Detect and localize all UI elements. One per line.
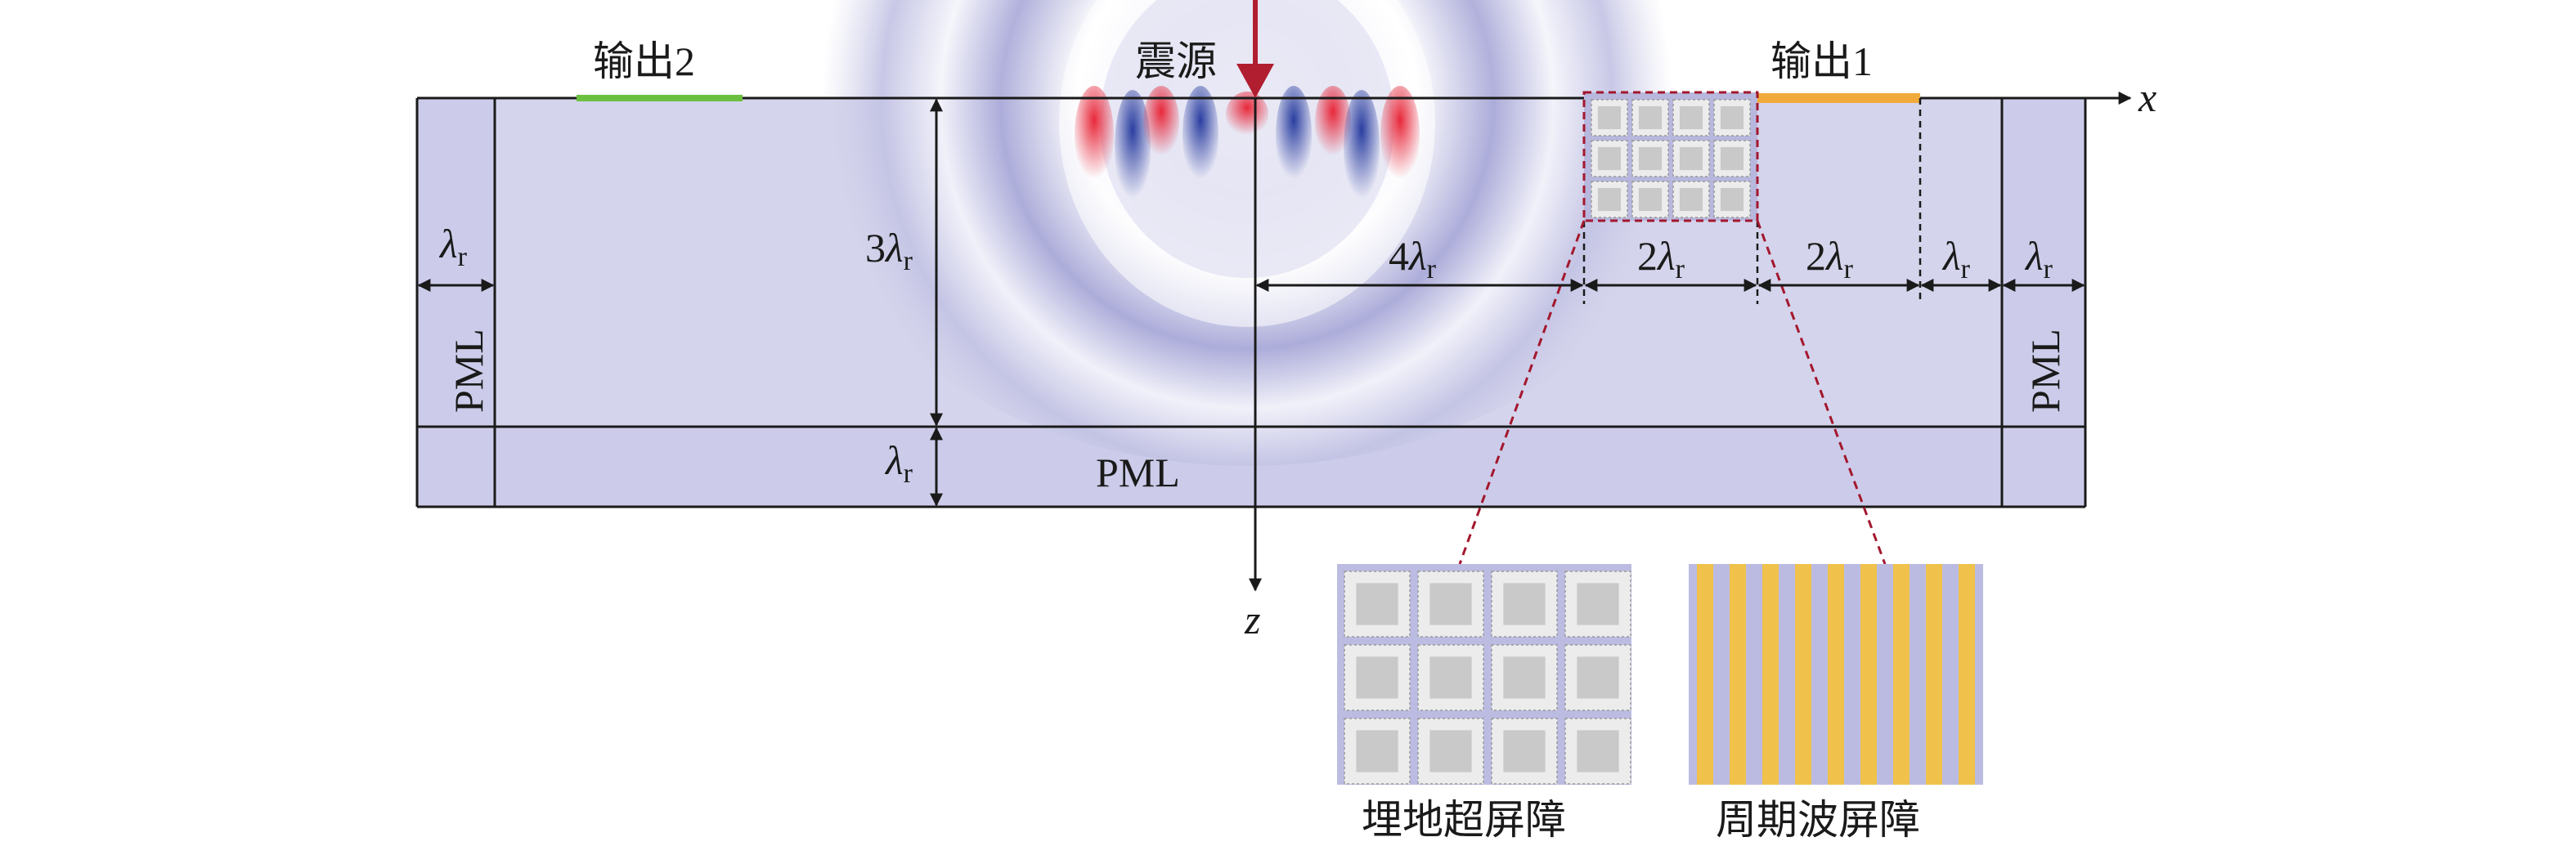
pml-left-label: PML bbox=[446, 329, 491, 413]
barrier-stripe bbox=[1959, 564, 1975, 785]
meta-cell-core bbox=[1356, 730, 1398, 772]
svg-text:λr: λr bbox=[1941, 233, 1971, 284]
svg-text:λr: λr bbox=[884, 437, 913, 489]
barrier-stripe bbox=[1860, 564, 1877, 785]
pml-right-label: PML bbox=[2022, 329, 2068, 413]
svg-text:4λr: 4λr bbox=[1389, 233, 1437, 284]
barrier-stripe bbox=[1795, 564, 1811, 785]
dim-source-to-barrier: 4λr bbox=[1255, 233, 1584, 292]
metabarrier-label: 埋地超屏障 bbox=[1362, 797, 1566, 843]
periodic-barrier-inset bbox=[1689, 564, 1983, 785]
wavefield bbox=[789, 0, 1705, 466]
barrier-stripe bbox=[1893, 564, 1910, 785]
small-cell-core bbox=[1597, 146, 1622, 171]
meta-cell-core bbox=[1429, 730, 1472, 772]
metabarrier-inset bbox=[1337, 564, 1631, 785]
meta-cell-core bbox=[1577, 656, 1619, 699]
dim-pml-bottom: λr bbox=[884, 427, 943, 507]
periodic-barrier-stripes bbox=[1697, 564, 1975, 785]
dim-pml-left: λr bbox=[417, 221, 495, 292]
meta-cell-core bbox=[1503, 730, 1546, 772]
source-arrow bbox=[1236, 0, 1274, 98]
zoom-lines bbox=[1458, 220, 1887, 565]
x-axis-label: x bbox=[2138, 74, 2156, 120]
small-cell-frame bbox=[1591, 140, 1628, 177]
small-cell-core bbox=[1679, 146, 1703, 171]
meta-cell-core bbox=[1577, 583, 1619, 625]
barrier-cells bbox=[1591, 99, 1751, 218]
dim-output-to-pml: λr bbox=[1920, 233, 2002, 292]
meta-cell-core bbox=[1503, 583, 1546, 625]
svg-text:2λr: 2λr bbox=[1806, 233, 1854, 284]
small-cell-core bbox=[1720, 187, 1744, 212]
reference-dashes bbox=[1582, 98, 1922, 304]
periodic-barrier-label: 周期波屏障 bbox=[1716, 797, 1920, 843]
barrier-stripe bbox=[1697, 564, 1713, 785]
svg-text:2λr: 2λr bbox=[1637, 233, 1685, 284]
barrier-stripe bbox=[1762, 564, 1779, 785]
dim-pml-right: λr bbox=[2002, 233, 2085, 292]
barrier-zone bbox=[1582, 91, 1759, 222]
source-label: 震源 bbox=[1135, 38, 1217, 84]
small-cell-core bbox=[1720, 146, 1744, 171]
small-cell-core bbox=[1638, 105, 1663, 130]
svg-text:λr: λr bbox=[2024, 233, 2053, 284]
meta-cell-core bbox=[1356, 583, 1398, 625]
dim-barrier-width: 2λr bbox=[1584, 233, 1757, 292]
barrier-stripe bbox=[1730, 564, 1746, 785]
meta-cell-core bbox=[1356, 656, 1398, 699]
meta-cell-core bbox=[1503, 656, 1546, 699]
pml-bottom-label: PML bbox=[1096, 450, 1180, 495]
small-cell-core bbox=[1597, 105, 1622, 130]
small-cell-core bbox=[1679, 105, 1703, 130]
meta-cell-core bbox=[1429, 583, 1472, 625]
svg-text:λr: λr bbox=[438, 221, 468, 272]
small-cell-frame bbox=[1591, 181, 1628, 218]
barrier-stripe bbox=[1926, 564, 1942, 785]
dim-depth: 3λr bbox=[865, 98, 943, 427]
meta-cell-core bbox=[1577, 730, 1619, 772]
dim-barrier-to-output: 2λr bbox=[1757, 233, 1920, 292]
svg-text:3λr: 3λr bbox=[865, 225, 913, 276]
barrier-stripe bbox=[1828, 564, 1844, 785]
output1-label: 输出1 bbox=[1770, 38, 1873, 84]
domain-outline bbox=[415, 98, 2087, 508]
meta-cell-core bbox=[1429, 656, 1472, 699]
near-field-lobes bbox=[1075, 86, 1420, 204]
small-cell-core bbox=[1720, 105, 1744, 130]
small-cell-core bbox=[1679, 187, 1703, 212]
small-cell-core bbox=[1638, 187, 1663, 212]
small-cell-core bbox=[1597, 187, 1622, 212]
z-axis-label: z bbox=[1244, 597, 1260, 642]
small-cell-core bbox=[1638, 146, 1663, 171]
metabarrier-cells bbox=[1344, 571, 1631, 785]
output2-label: 输出2 bbox=[593, 38, 695, 84]
